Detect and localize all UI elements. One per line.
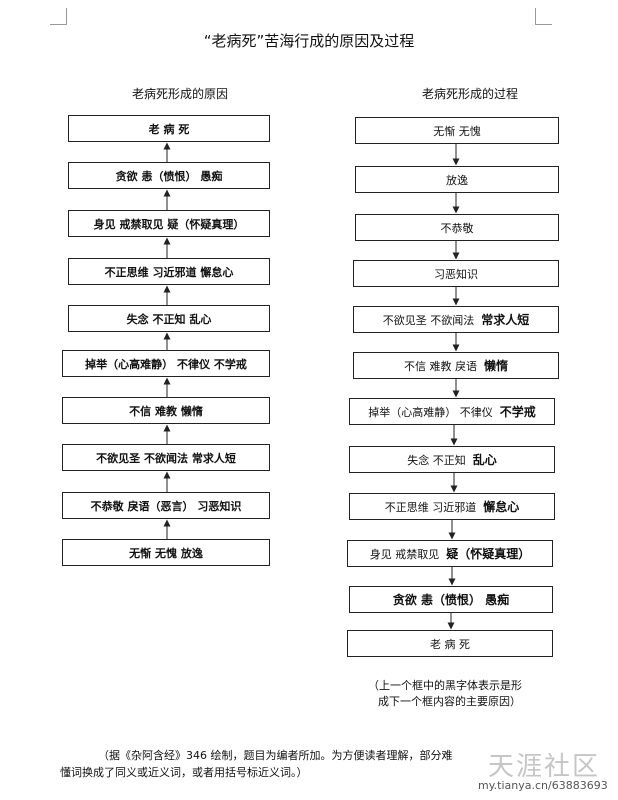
left-box-10-text: 无惭 无愧 放逸 bbox=[129, 546, 203, 560]
left-box-3: 身见 戒禁取见 疑（怀疑真理） bbox=[68, 210, 270, 237]
left-box-3-text: 身见 戒禁取见 疑（怀疑真理） bbox=[93, 217, 245, 231]
left-box-8: 不欲见圣 不欲闻法 常求人短 bbox=[62, 444, 270, 471]
diagram-title: “老病死”苦海行成的原因及过程 bbox=[203, 32, 415, 50]
right-box-6-thin-text: 不信 难教 戾语 bbox=[403, 359, 477, 373]
left-box-2-text: 贪欲 恚（愤恨） 愚痴 bbox=[115, 169, 223, 183]
right-box-1-text: 无惭 无愧 bbox=[433, 124, 481, 138]
right-box-1: 无惭 无愧 bbox=[355, 117, 559, 144]
left-box-2: 贪欲 恚（愤恨） 愚痴 bbox=[68, 162, 270, 189]
left-box-6: 掉举（心高难静） 不律仪 不学戒 bbox=[62, 350, 270, 377]
right-box-7: 掉举（心高难静） 不律仪 不学戒 bbox=[349, 398, 555, 425]
right-box-2: 放逸 bbox=[355, 166, 559, 193]
right-box-11-bold-text: 贪欲 恚（愤恨） 愚痴 bbox=[392, 593, 510, 607]
left-box-10: 无惭 无愧 放逸 bbox=[62, 539, 270, 566]
right-box-9: 不正思维 习近邪道 懈怠心 bbox=[349, 493, 555, 520]
left-box-1: 老 病 死 bbox=[68, 115, 270, 142]
right-box-10: 身见 戒禁取见 疑（怀疑真理） bbox=[347, 540, 553, 567]
left-box-4-text: 不正思维 习近邪道 懈怠心 bbox=[104, 265, 234, 279]
right-column-note-line-1: （上一个框中的黑字体表示是形 bbox=[368, 679, 522, 692]
left-box-8-text: 不欲见圣 不欲闻法 常求人短 bbox=[96, 451, 236, 465]
right-box-12-text: 老 病 死 bbox=[430, 637, 470, 651]
right-box-9-bold-text: 懈怠心 bbox=[483, 500, 520, 514]
right-box-3: 不恭敬 bbox=[355, 214, 559, 241]
right-box-12: 老 病 死 bbox=[347, 630, 553, 657]
page-corner-mark-right bbox=[535, 8, 552, 25]
right-box-11: 贪欲 恚（愤恨） 愚痴 bbox=[349, 586, 553, 613]
left-box-4: 不正思维 习近邪道 懈怠心 bbox=[68, 258, 270, 285]
right-box-2-text: 放逸 bbox=[446, 173, 468, 187]
left-box-1-text: 老 病 死 bbox=[148, 122, 190, 136]
left-box-7-text: 不信 难教 懒惰 bbox=[129, 404, 203, 418]
left-box-6-text: 掉举（心高难静） 不律仪 不学戒 bbox=[85, 357, 247, 371]
footer-line-1: （据《杂阿含经》346 绘制，题目为编者所加。为方便读者理解，部分难 bbox=[98, 749, 453, 762]
right-box-10-bold-text: 疑（怀疑真理） bbox=[446, 547, 531, 561]
right-box-4: 习恶知识 bbox=[353, 260, 559, 287]
right-box-9-thin-text: 不正思维 习近邪道 bbox=[384, 500, 477, 514]
footer-source-note: （据《杂阿含经》346 绘制，题目为编者所加。为方便读者理解，部分难 懂词换成了… bbox=[60, 747, 580, 781]
right-column-note: （上一个框中的黑字体表示是形 成下一个框内容的主要原因） bbox=[368, 678, 568, 710]
left-box-9: 不恭敬 戾语（恶言） 习恶知识 bbox=[62, 492, 270, 519]
right-box-8: 失念 不正知 乱心 bbox=[349, 446, 555, 473]
right-box-3-text: 不恭敬 bbox=[440, 221, 474, 235]
left-box-5-text: 失念 不正知 乱心 bbox=[126, 312, 212, 326]
right-box-6: 不信 难教 戾语 懒惰 bbox=[353, 352, 559, 379]
right-box-7-bold-text: 不学戒 bbox=[499, 405, 536, 419]
left-box-9-text: 不恭敬 戾语（恶言） 习恶知识 bbox=[90, 499, 242, 513]
left-column-heading: 老病死形成的原因 bbox=[131, 87, 228, 101]
right-box-8-bold-text: 乱心 bbox=[472, 453, 497, 467]
right-column-note-line-2: 成下一个框内容的主要原因） bbox=[378, 695, 521, 708]
right-box-5: 不欲见圣 不欲闻法 常求人短 bbox=[353, 306, 559, 333]
right-box-5-bold-text: 常求人短 bbox=[481, 313, 530, 327]
page-corner-mark-left bbox=[50, 8, 67, 25]
watermark-logo-text: 天涯社区 bbox=[488, 752, 601, 782]
left-box-5: 失念 不正知 乱心 bbox=[68, 305, 270, 332]
watermark-url: my.tianya.cn/63883693 bbox=[478, 779, 608, 792]
right-box-10-thin-text: 身见 戒禁取见 bbox=[369, 547, 440, 561]
right-box-4-text: 习恶知识 bbox=[434, 267, 478, 281]
right-box-6-bold-text: 懒惰 bbox=[483, 359, 508, 373]
left-box-7: 不信 难教 懒惰 bbox=[62, 397, 270, 424]
right-box-5-thin-text: 不欲见圣 不欲闻法 bbox=[382, 313, 475, 327]
right-column-heading: 老病死形成的过程 bbox=[421, 87, 518, 101]
footer-line-2: 懂词换成了同义或近义词，或者用括号标近义词。） bbox=[60, 766, 308, 779]
right-box-8-thin-text: 失念 不正知 bbox=[407, 453, 466, 467]
right-box-7-thin-text: 掉举（心高难静） 不律仪 bbox=[368, 405, 493, 419]
